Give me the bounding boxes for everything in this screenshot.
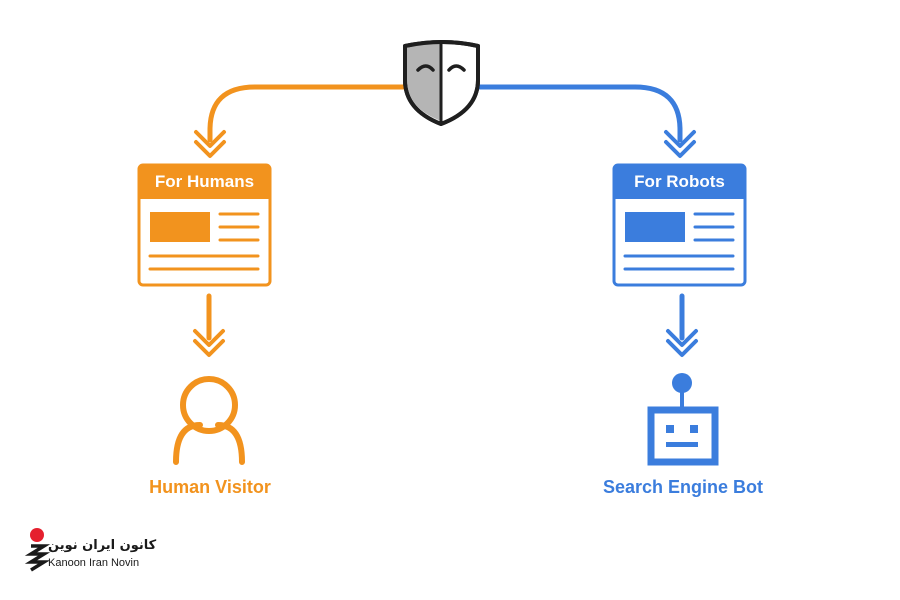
person-icon bbox=[173, 376, 245, 465]
robot-page-title: For Robots bbox=[634, 172, 725, 191]
page-image-placeholder bbox=[625, 212, 685, 242]
human-branch-arrow-down-icon bbox=[194, 130, 226, 158]
human-branch-connector bbox=[207, 84, 415, 143]
robot-page-card bbox=[612, 163, 747, 287]
human-arrow-down-icon bbox=[193, 329, 225, 357]
kanoon-logo: کانون ایران نوین Kanoon Iran Novin bbox=[26, 526, 176, 576]
search-engine-bot-label: Search Engine Bot bbox=[602, 477, 764, 497]
human-page-title: For Humans bbox=[154, 172, 255, 191]
theater-mask-icon bbox=[403, 40, 480, 126]
human-visitor-label: Human Visitor bbox=[149, 477, 271, 497]
page-image-placeholder bbox=[150, 212, 210, 242]
logo-text-english: Kanoon Iran Novin bbox=[48, 557, 140, 569]
kanoon-logo-mark bbox=[24, 528, 51, 572]
robot-branch-connector bbox=[475, 84, 683, 143]
robot-branch-arrow-down-icon bbox=[664, 130, 696, 158]
logo-text-persian: کانون ایران نوین bbox=[48, 538, 157, 553]
human-page-card bbox=[137, 163, 272, 287]
robot-arrow-down-icon bbox=[666, 329, 698, 357]
robot-icon bbox=[647, 373, 719, 466]
